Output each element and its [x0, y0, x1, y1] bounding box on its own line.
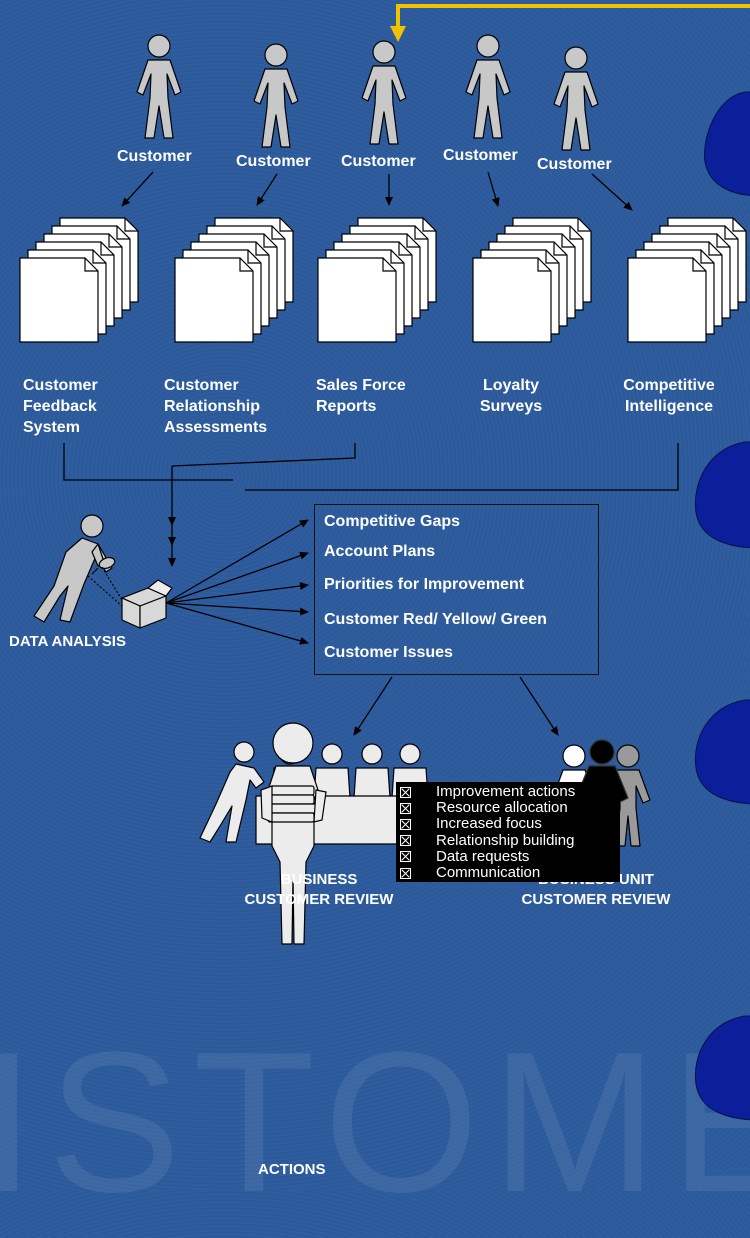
source-connectors — [63, 443, 679, 505]
customer-figure-4 — [465, 34, 511, 139]
customer-label-2: Customer — [236, 153, 311, 170]
analyst-figure — [33, 514, 113, 623]
output-item: Customer Red/ Yellow/ Green — [324, 611, 547, 628]
action-item: Data requests — [400, 848, 620, 865]
customer-label-4: Customer — [443, 147, 518, 164]
feedback-arrow — [396, 4, 750, 28]
action-item: Increased focus — [400, 816, 620, 832]
process-diagram — [19, 4, 750, 1121]
actions-figure — [267, 722, 319, 945]
doc-stack-2 — [174, 217, 294, 343]
checkbox-icon — [400, 802, 411, 814]
outputs-box: Competitive Gaps Account Plans Prioritie… — [314, 504, 599, 675]
output-item: Competitive Gaps — [324, 513, 461, 530]
source-label-loyalty: Loyalty Surveys — [479, 377, 543, 415]
action-item: Resource allocation — [400, 800, 620, 816]
action-item: Relationship building — [400, 832, 620, 849]
customer-figure-2 — [253, 43, 299, 148]
data-analysis-label: DATA ANALYSIS — [9, 633, 126, 650]
doc-stack-5 — [627, 217, 747, 343]
checkbox-icon — [400, 819, 411, 830]
output-item: Priorities for Improvement — [324, 576, 525, 593]
source-label-relationship: Customer Relationship Assessments — [164, 377, 268, 436]
customer-figure-1 — [136, 34, 182, 139]
magnifier-icon — [87, 556, 123, 607]
doc-stack-1 — [19, 217, 139, 343]
data-box — [121, 579, 173, 629]
customer-label-3: Customer — [341, 153, 416, 170]
checkbox-icon — [400, 851, 411, 863]
action-item: Communication — [400, 864, 620, 881]
checkbox-icon — [400, 786, 411, 798]
action-item: Improvement actions — [400, 783, 620, 800]
customer-label-5: Customer — [537, 156, 612, 173]
output-item: Account Plans — [324, 543, 436, 560]
side-tabs — [694, 91, 750, 1121]
customer-figure-3 — [361, 40, 407, 145]
output-item: Customer Issues — [324, 644, 453, 661]
actions-label: ACTIONS — [258, 1161, 326, 1178]
books-icon — [260, 785, 327, 823]
doc-stack-4 — [472, 217, 592, 343]
source-label-competitive: Competitive Intelligence — [623, 377, 715, 415]
checkbox-icon — [400, 835, 411, 847]
customer-figure-5 — [553, 46, 599, 151]
customer-label-1: Customer — [117, 148, 192, 165]
business-review-label: BUSINESS CUSTOMER REVIEW — [244, 871, 394, 908]
checkbox-icon — [400, 867, 411, 879]
source-label-salesforce: Sales Force Reports — [316, 377, 406, 415]
actions-list: Improvement actions Resource allocation … — [396, 782, 620, 882]
doc-stack-3 — [317, 217, 437, 343]
source-label-feedback: Customer Feedback System — [23, 377, 98, 436]
